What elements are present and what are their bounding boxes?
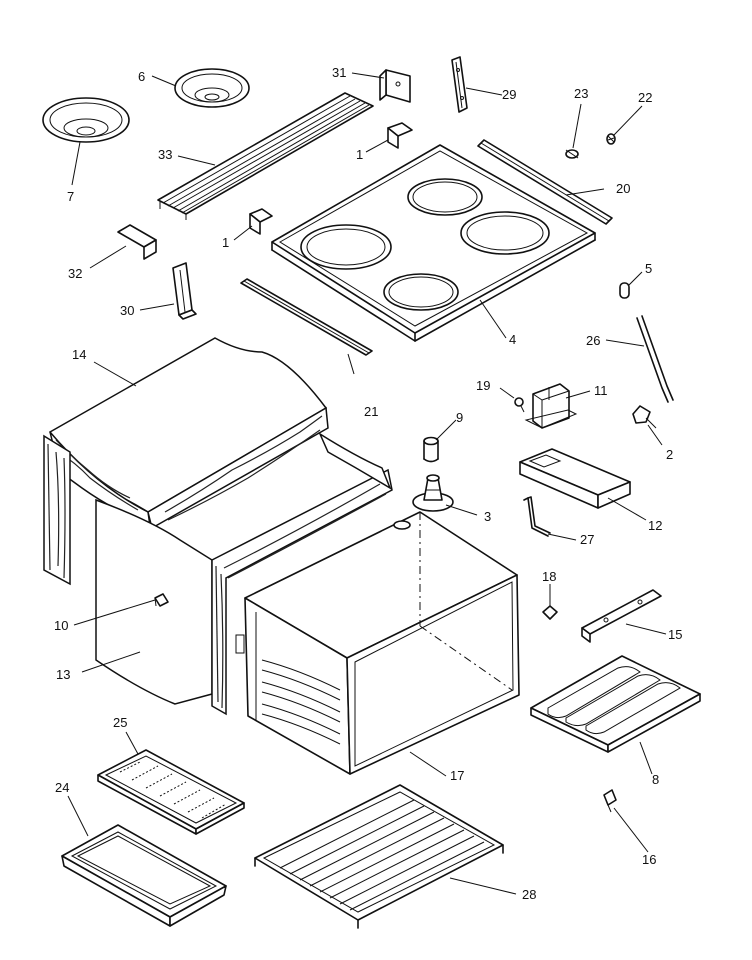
part-14-insulation-top [48,337,329,530]
part-32-bracket [117,224,157,260]
label-part-32: 32 [68,266,82,281]
label-part-30: 30 [120,303,134,318]
label-part-5: 5 [645,261,652,276]
part-15-bracket-strip [581,589,662,643]
part-6-drip-bowl-small [174,68,250,108]
leader-lines [67,72,667,895]
label-part-12: 12 [648,518,662,533]
part-19-screw [514,397,525,413]
part-16-clip [603,789,617,813]
part-30-bracket [172,262,197,320]
label-part-26: 26 [586,333,600,348]
part-28-oven-rack [254,784,504,929]
label-part-2: 2 [666,447,673,462]
part-31-bracket [379,69,411,103]
part-9-sleeve [423,436,439,463]
label-part-31: 31 [332,65,346,80]
label-part-22: 22 [638,90,652,105]
part-29-bracket [451,56,468,113]
label-part-6: 6 [138,69,145,84]
label-part-1-lower: 1 [222,235,229,250]
part-18-clip [542,598,558,620]
part-17-oven-liner [235,511,520,775]
part-25-broil-pan-insert [97,749,245,835]
label-part-13: 13 [56,667,70,682]
part-5-knob [619,282,630,299]
part-1-clip-lower [249,208,273,235]
label-part-9: 9 [456,410,463,425]
label-part-4: 4 [509,332,516,347]
label-part-29: 29 [502,87,516,102]
label-part-19: 19 [476,378,490,393]
label-part-1-upper: 1 [356,147,363,162]
part-26-rod [636,315,674,403]
part-11-switch-housing [524,383,578,429]
label-part-17: 17 [450,768,464,783]
part-13-insulation-body [43,432,393,716]
part-3-grommet [412,474,454,512]
part-2-fitting [632,405,657,429]
label-part-20: 20 [616,181,630,196]
part-7-drip-bowl-large [42,97,130,143]
label-part-15: 15 [668,627,682,642]
label-part-27: 27 [580,532,594,547]
part-4-cooktop [271,144,596,342]
part-1-clip-upper [387,122,413,149]
label-part-23: 23 [574,86,588,101]
label-part-7: 7 [67,189,74,204]
part-23-fastener [565,149,579,159]
label-part-8: 8 [652,772,659,787]
label-part-14: 14 [72,347,86,362]
part-20-rear-trim [477,139,613,225]
label-part-3: 3 [484,509,491,524]
label-part-25: 25 [113,715,127,730]
label-part-21: 21 [364,404,378,419]
part-labels: 6 7 33 31 29 1 1 23 22 20 32 30 4 5 26 2… [54,65,682,902]
part-21-front-trim [240,278,373,356]
label-part-16: 16 [642,852,656,867]
label-part-11: 11 [594,383,608,398]
part-12-control-box [519,448,631,509]
label-part-24: 24 [55,780,69,795]
part-27-bracket [523,496,551,537]
part-22-fastener [606,133,616,145]
part-10-clip [154,593,169,607]
part-8-bake-element [530,655,701,753]
label-part-33: 33 [158,147,172,162]
label-part-18: 18 [542,569,556,584]
part-33-trim-strips [157,92,374,220]
label-part-28: 28 [522,887,536,902]
label-part-10: 10 [54,618,68,633]
part-24-broil-pan [61,824,227,927]
